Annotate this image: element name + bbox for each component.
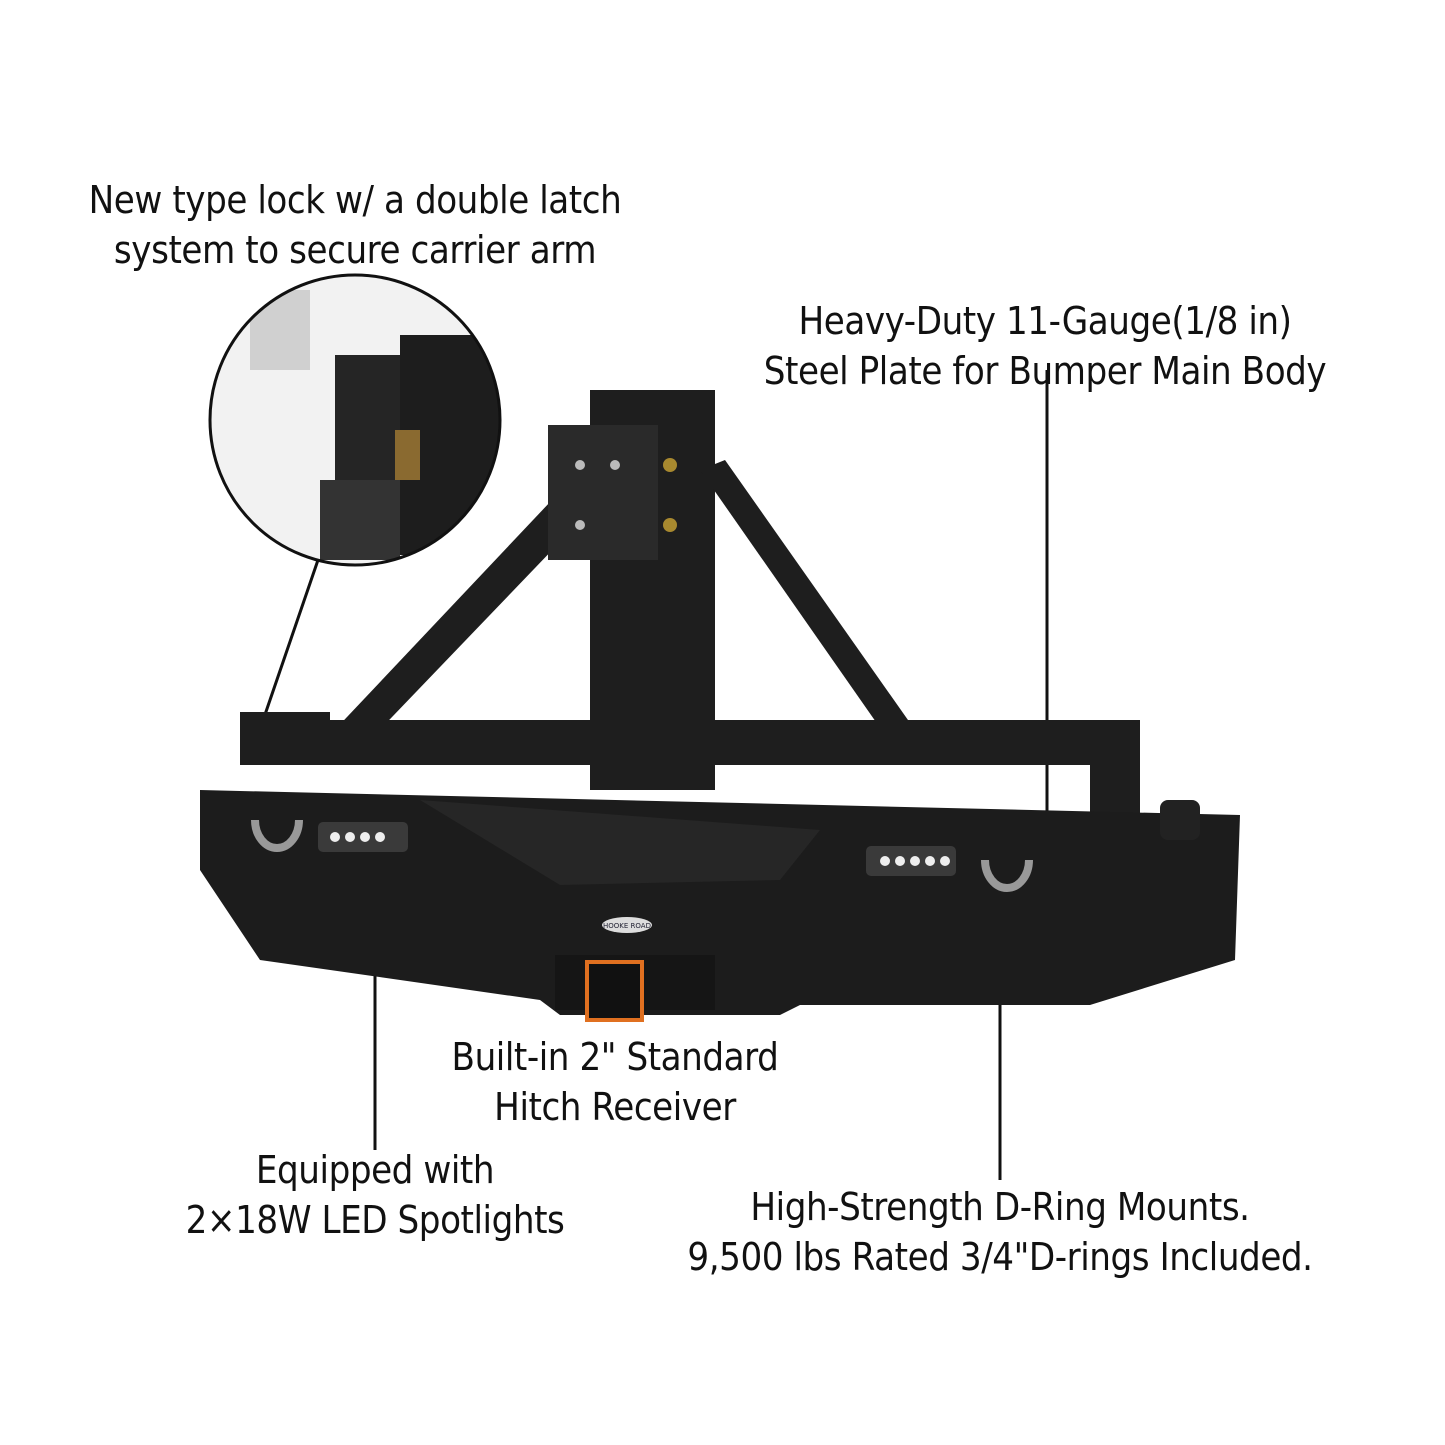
callout-line: Hitch Receiver [494,1085,736,1129]
rear-bumper: HOOKE ROAD [200,790,1240,1022]
hitch-receiver-highlight [585,960,644,1022]
callout-line: 2×18W LED Spotlights [185,1198,565,1242]
lock-leader-line [256,559,320,736]
callout-line: New type lock w/ a double latch [88,178,622,222]
callout-line: Steel Plate for Bumper Main Body [763,349,1327,393]
callout-line: Heavy-Duty 11-Gauge(1/8 in) [798,299,1292,343]
callout-line: 9,500 lbs Rated 3/4"D-rings Included. [687,1235,1313,1279]
hitch-callout: Built-in 2" Standard Hitch Receiver [422,1032,809,1132]
steel-callout: Heavy-Duty 11-Gauge(1/8 in) Steel Plate … [735,296,1356,396]
tire-carrier [240,390,1140,835]
brand-logo: HOOKE ROAD [603,922,651,930]
callout-line: Equipped with [255,1148,495,1192]
lock-callout: New type lock w/ a double latch system t… [63,175,648,275]
callout-line: Built-in 2" Standard [451,1035,779,1079]
callout-line: High-Strength D-Ring Mounts. [750,1185,1250,1229]
dring-callout: High-Strength D-Ring Mounts. 9,500 lbs R… [640,1182,1360,1282]
lock-detail-inset [208,273,502,567]
callout-line: system to secure carrier arm [113,228,597,272]
led-callout: Equipped with 2×18W LED Spotlights [164,1145,587,1245]
